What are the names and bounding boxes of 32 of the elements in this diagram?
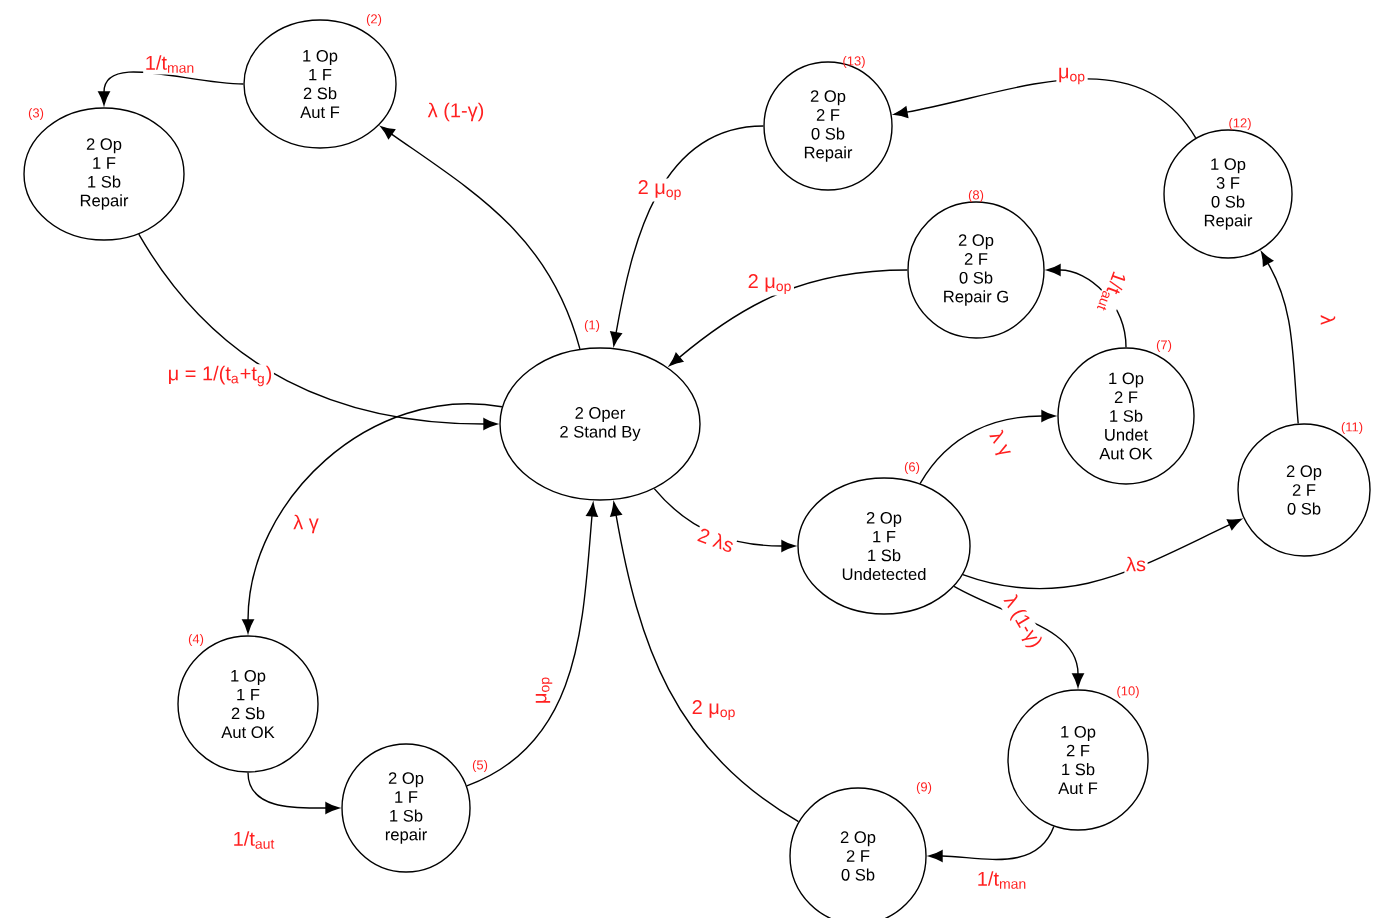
edge-label: 1/t$_{man}$	[975, 869, 1029, 891]
edge-label: μ = 1/(t$_{a}$+t$_{g}$)	[166, 364, 274, 388]
edge-label: λ (1-γ)	[426, 101, 486, 123]
edge-label: 1/t$_{man}$	[143, 53, 197, 75]
arrow	[928, 825, 1055, 862]
arrow	[98, 71, 244, 106]
edge-label: 2 μ$_{op}$	[636, 178, 684, 202]
arrow	[466, 502, 598, 787]
arrow	[653, 487, 796, 552]
edge-label: μ$_{op}$	[1056, 66, 1088, 86]
arrow	[242, 403, 503, 634]
arrow	[138, 233, 498, 430]
edge-label: λ γ	[291, 513, 321, 535]
arrow	[962, 518, 1242, 590]
arrow	[669, 269, 908, 367]
arrow	[610, 501, 800, 823]
edge-label: λ γ	[983, 426, 1017, 462]
edge-label: 2 μ$_{op}$	[690, 698, 738, 722]
arrow	[1046, 264, 1127, 348]
edge-label: λ	[1319, 313, 1337, 327]
edge-label: 2 μ$_{op}$	[746, 272, 794, 296]
edge-label: 1/t$_{aut}$	[1094, 266, 1130, 318]
arrow	[1261, 251, 1299, 425]
arrow	[247, 772, 340, 814]
arrow	[380, 126, 581, 350]
arrow	[893, 78, 1197, 139]
edge-label: λs	[1124, 555, 1148, 573]
edge-label: 2 λs	[694, 524, 738, 556]
arrow	[919, 410, 1056, 485]
arrow	[610, 125, 765, 347]
edge-label: μ$_{op}$	[534, 674, 554, 706]
edge-label: 1/t$_{aut}$	[231, 829, 277, 851]
